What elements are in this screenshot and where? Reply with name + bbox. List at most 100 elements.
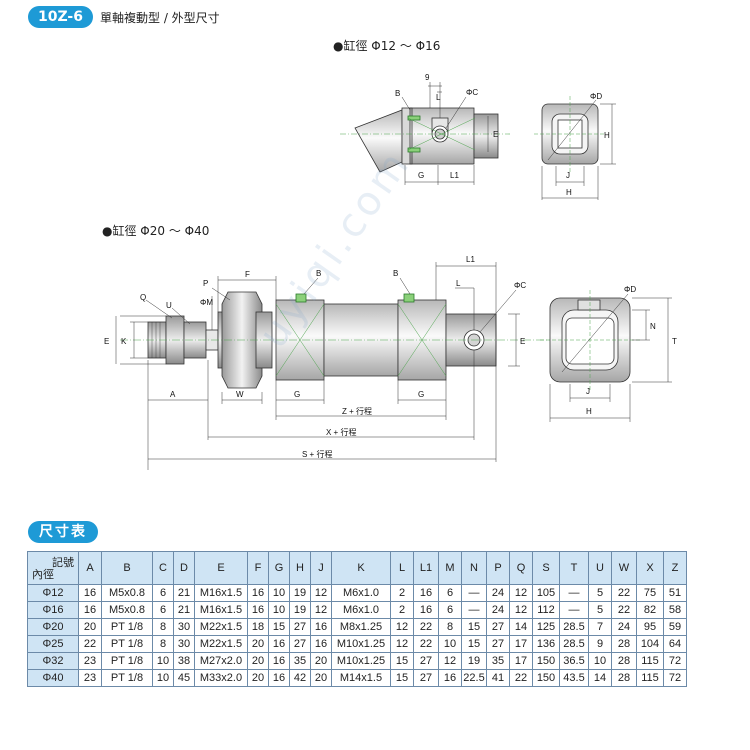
- table-cell: 16: [413, 584, 439, 602]
- table-cell: 20: [310, 652, 332, 670]
- row-bore-label: Φ40: [27, 669, 79, 687]
- table-cell: 22: [611, 601, 637, 619]
- dim-phid-large: ΦD: [624, 285, 636, 294]
- table-cell: 6: [438, 584, 462, 602]
- table-cell: 105: [532, 584, 560, 602]
- table-cell: 27: [289, 618, 311, 636]
- dim-k: K: [121, 337, 127, 346]
- corner-bore-label: 內徑: [32, 569, 54, 581]
- table-cell: 16: [310, 635, 332, 653]
- column-header-u: U: [588, 551, 612, 585]
- table-cell: 12: [438, 652, 462, 670]
- table-cell: 27: [289, 635, 311, 653]
- table-cell: PT 1/8: [101, 618, 153, 636]
- column-header-k: K: [331, 551, 391, 585]
- table-cell: 10: [268, 584, 290, 602]
- table-cell: 16: [438, 669, 462, 687]
- dim-u: U: [166, 301, 172, 310]
- dim-b: B: [395, 89, 400, 98]
- table-cell: 19: [289, 584, 311, 602]
- table-cell: M6x1.0: [331, 584, 391, 602]
- table-cell: —: [559, 601, 589, 619]
- table-cell: 30: [173, 635, 195, 653]
- table-cell: 8: [152, 618, 174, 636]
- table-cell: M10x1.25: [331, 652, 391, 670]
- page-title: 單軸複動型 / 外型尺寸: [100, 11, 220, 25]
- table-cell: M27x2.0: [194, 652, 248, 670]
- table-cell: M16x1.5: [194, 584, 248, 602]
- table-cell: 24: [486, 584, 510, 602]
- table-cell: 41: [486, 669, 510, 687]
- column-header-x: X: [636, 551, 664, 585]
- table-cell: 51: [663, 584, 687, 602]
- table-cell: 12: [310, 601, 332, 619]
- dim-phid-small: ΦD: [590, 92, 602, 101]
- row-bore-label: Φ12: [27, 584, 79, 602]
- table-cell: 2: [390, 601, 414, 619]
- table-cell: M5x0.8: [101, 601, 153, 619]
- dim-s-stroke: S + 行程: [302, 449, 332, 459]
- header-corner: 記號 內徑: [27, 551, 79, 585]
- table-cell: 15: [461, 635, 487, 653]
- table-cell: 6: [438, 601, 462, 619]
- column-header-z: Z: [663, 551, 687, 585]
- table-cell: 150: [532, 652, 560, 670]
- table-cell: 115: [636, 652, 664, 670]
- table-cell: M8x1.25: [331, 618, 391, 636]
- table-cell: 16: [268, 635, 290, 653]
- table-cell: 16: [247, 584, 269, 602]
- table-cell: 20: [247, 669, 269, 687]
- table-cell: 72: [663, 669, 687, 687]
- dim-j-small: J: [566, 171, 570, 180]
- table-cell: 7: [588, 618, 612, 636]
- dim-g: G: [418, 171, 424, 180]
- table-cell: 17: [509, 635, 533, 653]
- table-cell: 16: [310, 618, 332, 636]
- small-end-view: [534, 96, 616, 200]
- table-cell: 23: [78, 652, 102, 670]
- table-cell: 21: [173, 601, 195, 619]
- technical-drawing: 9 B L ΦC E G L1 ΦD H J H: [104, 73, 677, 470]
- dim-b-left: B: [316, 269, 321, 278]
- table-cell: 35: [486, 652, 510, 670]
- table-cell: 15: [461, 618, 487, 636]
- table-cell: 59: [663, 618, 687, 636]
- table-cell: 22: [78, 635, 102, 653]
- table-title: 尺寸表: [28, 521, 98, 543]
- table-cell: 8: [152, 635, 174, 653]
- small-side-view: [340, 82, 510, 185]
- table-cell: —: [559, 584, 589, 602]
- dim-h-small-vert: H: [604, 131, 610, 140]
- table-cell: 22: [413, 635, 439, 653]
- table-cell: 112: [532, 601, 560, 619]
- row-bore-label: Φ16: [27, 601, 79, 619]
- table-cell: 42: [289, 669, 311, 687]
- dim-a: A: [170, 390, 176, 399]
- dim-e-right: E: [520, 337, 525, 346]
- row-bore-label: Φ20: [27, 618, 79, 636]
- table-cell: 16: [413, 601, 439, 619]
- table-cell: 19: [461, 652, 487, 670]
- table-cell: M16x1.5: [194, 601, 248, 619]
- column-header-l1: L1: [413, 551, 439, 585]
- table-cell: 27: [413, 669, 439, 687]
- table-cell: M14x1.5: [331, 669, 391, 687]
- corner-symbol-label: 記號: [52, 557, 74, 569]
- table-cell: —: [461, 584, 487, 602]
- table-cell: 10: [438, 635, 462, 653]
- table-cell: 28.5: [559, 635, 589, 653]
- column-header-t: T: [559, 551, 589, 585]
- dim-t: T: [672, 337, 677, 346]
- table-cell: 30: [173, 618, 195, 636]
- table-cell: 10: [152, 669, 174, 687]
- large-side-view: [115, 262, 560, 470]
- dim-phic: ΦC: [466, 88, 478, 97]
- table-cell: 58: [663, 601, 687, 619]
- table-cell: 20: [247, 635, 269, 653]
- table-cell: 2: [390, 584, 414, 602]
